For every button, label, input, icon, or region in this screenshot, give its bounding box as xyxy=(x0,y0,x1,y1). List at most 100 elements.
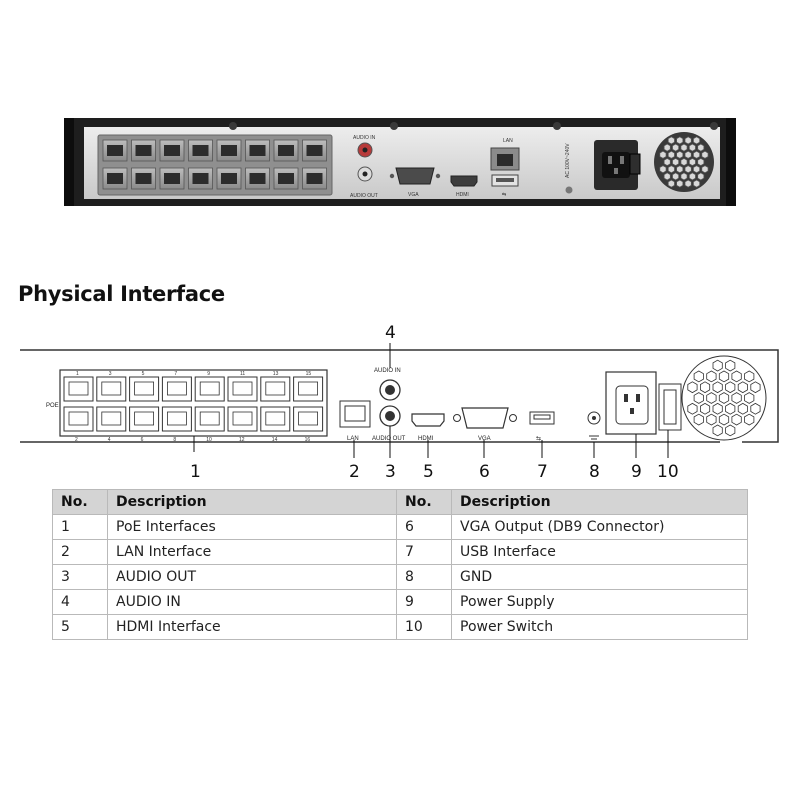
diagram-poe-port-socket xyxy=(298,411,319,426)
screw xyxy=(390,122,398,130)
port-number-top: 9 xyxy=(207,371,210,377)
fan-hole xyxy=(701,150,709,159)
fan-hole xyxy=(697,157,705,167)
fan-hole xyxy=(672,172,680,181)
fan-hole xyxy=(680,172,688,181)
fan-hole xyxy=(706,370,717,383)
photo-poe-port-socket xyxy=(135,145,152,156)
photo-audio-out-label: AUDIO OUT xyxy=(350,193,378,199)
fan-hole xyxy=(667,150,675,159)
port-number-bottom: 4 xyxy=(108,437,111,443)
fan-hole xyxy=(725,359,736,372)
svg-text:⇆: ⇆ xyxy=(502,192,506,198)
table-row: 4 AUDIO IN 9 Power Supply xyxy=(52,589,748,615)
fan-hole xyxy=(697,172,705,181)
table-row: 5 HDMI Interface 10 Power Switch xyxy=(52,614,748,640)
diagram-poe-port xyxy=(293,406,324,432)
diagram-usb-icon: ⇆ xyxy=(536,435,541,442)
callout-4: 4 xyxy=(385,323,396,343)
fan-hole xyxy=(684,150,692,159)
diagram-vga-port xyxy=(461,407,509,429)
diagram-poe-port xyxy=(194,376,225,402)
fan-hole xyxy=(663,143,671,152)
interface-table: No. Description No. Description 1 PoE In… xyxy=(52,489,748,640)
fan-hole xyxy=(737,402,748,415)
port-number-top: 5 xyxy=(142,371,145,377)
svg-text:HDMI: HDMI xyxy=(456,192,469,198)
diagram-poe-port xyxy=(260,406,291,432)
fan-hole xyxy=(701,165,709,174)
diagram-poe-port-socket xyxy=(199,411,220,426)
poe-port-array xyxy=(102,139,327,190)
diagram-poe-port-socket xyxy=(166,411,187,426)
fan-hole xyxy=(693,165,701,174)
port-number-bottom: 16 xyxy=(305,437,311,443)
cell-no: 10 xyxy=(396,614,452,640)
photo-hdmi-port xyxy=(450,175,478,187)
chassis-left-edge xyxy=(64,118,74,206)
screw xyxy=(229,122,237,130)
fan-hole xyxy=(725,424,736,437)
photo-poe-port-socket xyxy=(107,173,123,184)
diagram-poe-ports xyxy=(63,376,324,432)
fan-hole xyxy=(700,402,711,415)
photo-gnd-screw xyxy=(565,186,573,194)
diagram-gnd-icon xyxy=(589,435,599,443)
diagram-poe-port xyxy=(63,376,94,402)
fan-hole xyxy=(697,143,705,152)
callout-10: 10 xyxy=(657,462,679,482)
cell-description: GND xyxy=(451,564,748,590)
fan-hole xyxy=(693,150,701,159)
cell-no: 8 xyxy=(396,564,452,590)
fan-hole xyxy=(706,413,717,426)
diagram-audio-out-label: AUDIO OUT xyxy=(372,436,406,442)
fan-hole xyxy=(731,370,742,383)
fan-hole xyxy=(672,143,680,152)
fan-hole xyxy=(663,172,671,181)
callout-7: 7 xyxy=(537,462,548,482)
diagram-poe-port xyxy=(227,406,258,432)
diagram-poe-port xyxy=(260,376,291,402)
fan-hole xyxy=(712,424,723,437)
fan-hole xyxy=(693,392,704,404)
fan-hole xyxy=(684,165,692,174)
callout-3: 3 xyxy=(385,462,396,482)
port-number-top: 13 xyxy=(273,371,279,377)
fan-hole xyxy=(680,143,688,152)
fan-hole xyxy=(718,413,730,426)
port-number-top: 3 xyxy=(109,371,112,377)
cell-no: 3 xyxy=(52,564,108,590)
fan-hole xyxy=(684,136,692,145)
fan-hole xyxy=(718,370,730,383)
cell-description: Power Switch xyxy=(451,614,748,640)
diagram-poe-port-socket xyxy=(101,381,122,396)
photo-poe-port-socket xyxy=(306,173,323,184)
table-row: 3 AUDIO OUT 8 GND xyxy=(52,564,748,590)
fan-hole xyxy=(672,157,680,167)
diagram-poe-port-socket xyxy=(298,381,319,396)
photo-poe-port-socket xyxy=(107,145,123,156)
fan-hole xyxy=(667,165,675,174)
diagram-poe-port-socket xyxy=(265,381,286,396)
nvr-rear-panel-photo: AUDIO IN AUDIO OUT VGA HDMI LAN ⇆ AC 100… xyxy=(64,118,736,206)
photo-power-switch xyxy=(629,153,641,175)
diagram-fan-holes xyxy=(687,359,761,437)
diagram-poe-port-socket xyxy=(166,381,187,396)
diagram-poe-port xyxy=(161,406,192,432)
chassis-right-edge xyxy=(726,118,736,206)
cell-description: PoE Interfaces xyxy=(107,514,397,540)
diagram-poe-port-socket xyxy=(134,381,155,396)
diagram-poe-port-socket xyxy=(101,411,122,426)
port-number-bottom: 14 xyxy=(272,437,278,443)
cell-description: USB Interface xyxy=(451,539,748,565)
table-header-row: No. Description No. Description xyxy=(52,489,748,515)
fan-hole xyxy=(663,157,671,167)
photo-poe-port-socket xyxy=(278,145,294,156)
fan-grill-holes xyxy=(659,136,709,188)
cell-description: LAN Interface xyxy=(107,539,397,565)
fan-hole xyxy=(684,179,692,188)
fan-hole xyxy=(712,359,723,372)
callout-2: 2 xyxy=(349,462,360,482)
photo-poe-port-socket xyxy=(221,145,237,156)
